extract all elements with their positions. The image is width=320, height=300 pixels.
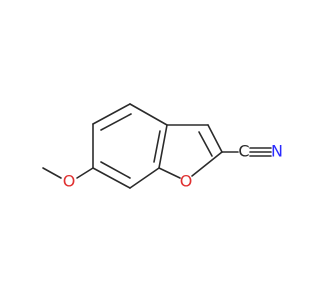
methoxy-oxygen-label: O xyxy=(63,172,76,191)
benzene-bond-c6-c7 xyxy=(92,167,131,189)
benzene-bond-c3a-c4 xyxy=(129,103,168,126)
nitrile-nitrogen-label: N xyxy=(271,142,283,161)
benzene-bond-c3a-c7a-double xyxy=(153,130,161,163)
benzene-bond-c4-c5-double xyxy=(100,113,132,131)
background xyxy=(0,0,300,300)
benzene-bond-c4-c5 xyxy=(92,103,131,125)
furan-bond-c3-c2-double xyxy=(198,131,213,157)
furan-bond-o1-c7a xyxy=(158,167,181,179)
benzene-bond-c6-c7-double xyxy=(100,161,131,179)
furan-bond-c3-c2 xyxy=(207,124,223,153)
furan-oxygen-label: O xyxy=(180,172,193,191)
methoxy-bond-ring-o xyxy=(76,167,94,179)
furan-bond-c2-o1 xyxy=(191,151,223,177)
benzene-bond-c7-c7a xyxy=(129,167,160,189)
nitrile-carbon-label: C xyxy=(238,142,249,161)
methoxy-bond-o-ch3 xyxy=(42,167,62,179)
benzene-bond-c7a-c3a-inner xyxy=(158,124,168,169)
molecule-diagram: O O C N xyxy=(0,0,300,300)
